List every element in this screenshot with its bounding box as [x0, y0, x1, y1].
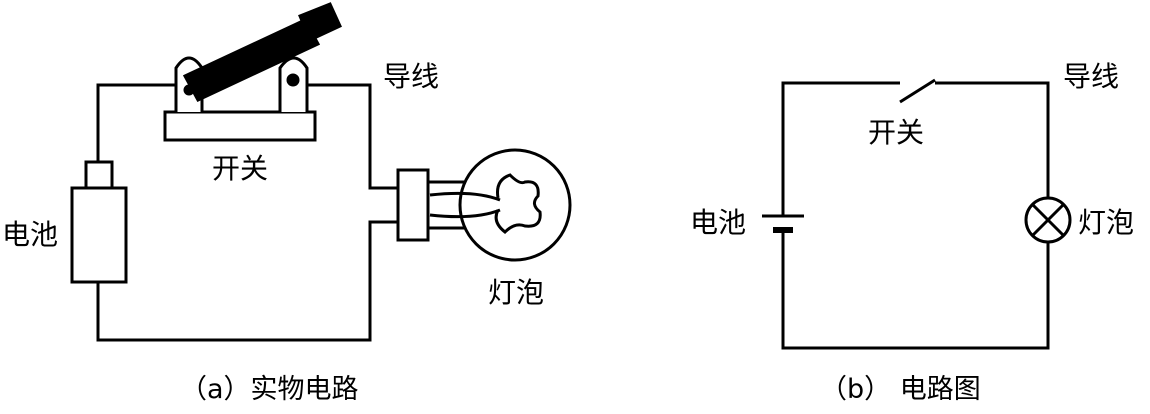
wire-top-right [300, 83, 398, 190]
caption-a: （a）实物电路 [180, 374, 359, 405]
switch-pivot-right [286, 73, 300, 87]
wire-bottom [96, 220, 398, 342]
bulb-socket [396, 168, 430, 242]
switch-handle [298, 2, 342, 43]
label-bulb-b: 灯泡 [1078, 206, 1134, 239]
physical-circuit [70, 2, 572, 342]
battery-body [70, 186, 128, 284]
bulb-cross-2 [1030, 202, 1066, 238]
bulb-glass [458, 148, 572, 262]
label-switch-a: 开关 [212, 152, 268, 185]
caption-b: （b） 电路图 [820, 374, 981, 405]
label-wire-a: 导线 [383, 60, 439, 93]
switch-base [163, 110, 317, 142]
wire-top-right-b [935, 81, 1050, 198]
bulb-filament [494, 173, 542, 234]
label-battery-b: 电池 [690, 206, 746, 239]
label-switch-b: 开关 [868, 116, 924, 149]
label-wire-b: 导线 [1063, 60, 1119, 93]
battery-cap [84, 160, 114, 192]
bulb-filament-stem [429, 191, 501, 219]
switch-pivot-left [183, 84, 195, 96]
switch-blade-b [899, 78, 936, 104]
wire-top-left-b [781, 81, 900, 216]
schematic-circuit [762, 78, 1072, 350]
label-bulb-a: 灯泡 [488, 276, 544, 309]
wire-bottom-b [781, 230, 1050, 350]
wire-top-left [96, 83, 176, 162]
label-battery-a: 电池 [2, 218, 58, 251]
